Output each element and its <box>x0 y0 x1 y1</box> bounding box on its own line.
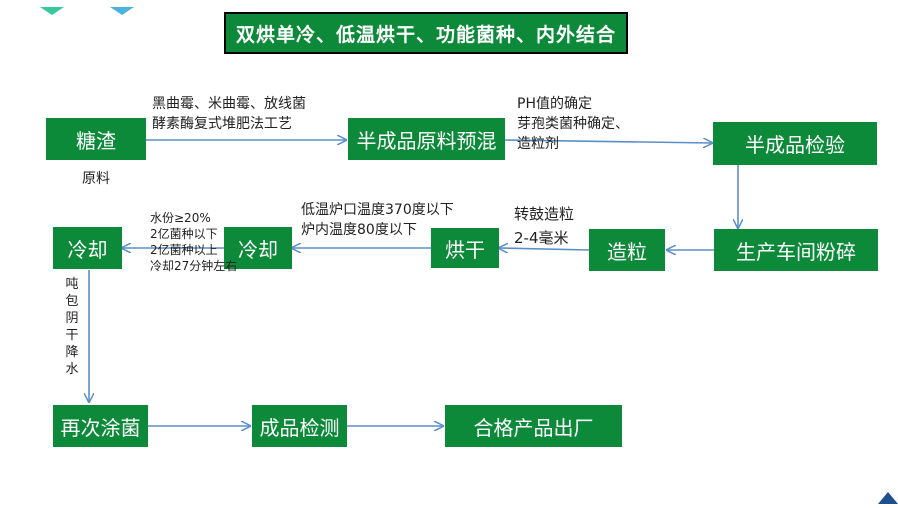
note-lengque-line-4: 冷却27分钟左右 <box>150 259 238 273</box>
arrow-zaoli-to-honggan <box>499 248 590 250</box>
note-vertical-char-4: 干 <box>65 328 79 343</box>
note-arrow-1: 黑曲霉、米曲霉、放线菌 酵素酶复式堆肥法工艺 <box>152 94 306 134</box>
diagram-title: 双烘单冷、低温烘干、功能菌种、内外结合 <box>224 12 628 54</box>
label-yuanliao: 原料 <box>82 171 110 187</box>
note-vertical-char-6: 水 <box>65 362 79 377</box>
note-arrow-2: PH值的确定 芽孢类菌种确定、 造粒剂 <box>517 94 629 154</box>
note-arrow-2-line-2: 芽孢类菌种确定、 <box>517 116 629 132</box>
box-banchengpin-yuanliao-yuhun: 半成品原料预混 <box>348 118 505 160</box>
box-lengque-left: 冷却 <box>53 227 122 269</box>
note-vertical-char-3: 阴 <box>65 311 79 326</box>
note-honggan-line-2: 炉内温度80度以下 <box>301 222 417 238</box>
note-lengque-line-2: 2亿菌种以下 <box>150 227 218 241</box>
note-arrow-1-line-2: 酵素酶复式堆肥法工艺 <box>152 116 292 132</box>
note-vertical-char-2: 包 <box>65 294 79 309</box>
box-banchengpin-jianyan: 半成品检验 <box>713 122 877 165</box>
note-lengque: 水份≥20% 2亿菌种以下 2亿菌种以上 冷却27分钟左右 <box>150 210 237 274</box>
bottom-right-decoration <box>872 488 898 504</box>
box-hege-chanpin-chuchang: 合格产品出厂 <box>445 405 622 447</box>
note-honggan-line-1: 低温炉口温度370度以下 <box>301 202 454 218</box>
note-lengque-line-1: 水份≥20% <box>150 211 211 225</box>
box-shengchan-chejian-fensui: 生产车间粉碎 <box>714 229 878 271</box>
note-zaoli: 转鼓造粒 2-4毫米 <box>514 202 574 250</box>
note-zaoli-line-2: 2-4毫米 <box>514 229 569 247</box>
box-honggan: 烘干 <box>431 228 499 268</box>
box-zaici-tujun: 再次涂菌 <box>53 405 148 447</box>
note-arrow-1-line-1: 黑曲霉、米曲霉、放线菌 <box>152 96 306 112</box>
box-chengpin-jiance: 成品检测 <box>252 405 347 447</box>
note-vertical: 吨 包 阴 干 降 水 <box>64 276 80 378</box>
box-tangzha: 糖渣 <box>46 118 146 160</box>
box-lengque-right: 冷却 <box>224 227 292 269</box>
note-lengque-line-3: 2亿菌种以上 <box>150 243 218 257</box>
note-arrow-2-line-3: 造粒剂 <box>517 136 559 152</box>
arrow-yuhun-to-jianyan <box>504 140 712 143</box>
note-zaoli-line-1: 转鼓造粒 <box>514 205 575 223</box>
note-arrow-2-line-1: PH值的确定 <box>517 96 592 112</box>
note-honggan: 低温炉口温度370度以下 炉内温度80度以下 <box>301 200 454 240</box>
note-vertical-char-5: 降 <box>65 345 79 360</box>
note-vertical-char-1: 吨 <box>65 277 79 292</box>
box-zaoli: 造粒 <box>589 229 665 271</box>
